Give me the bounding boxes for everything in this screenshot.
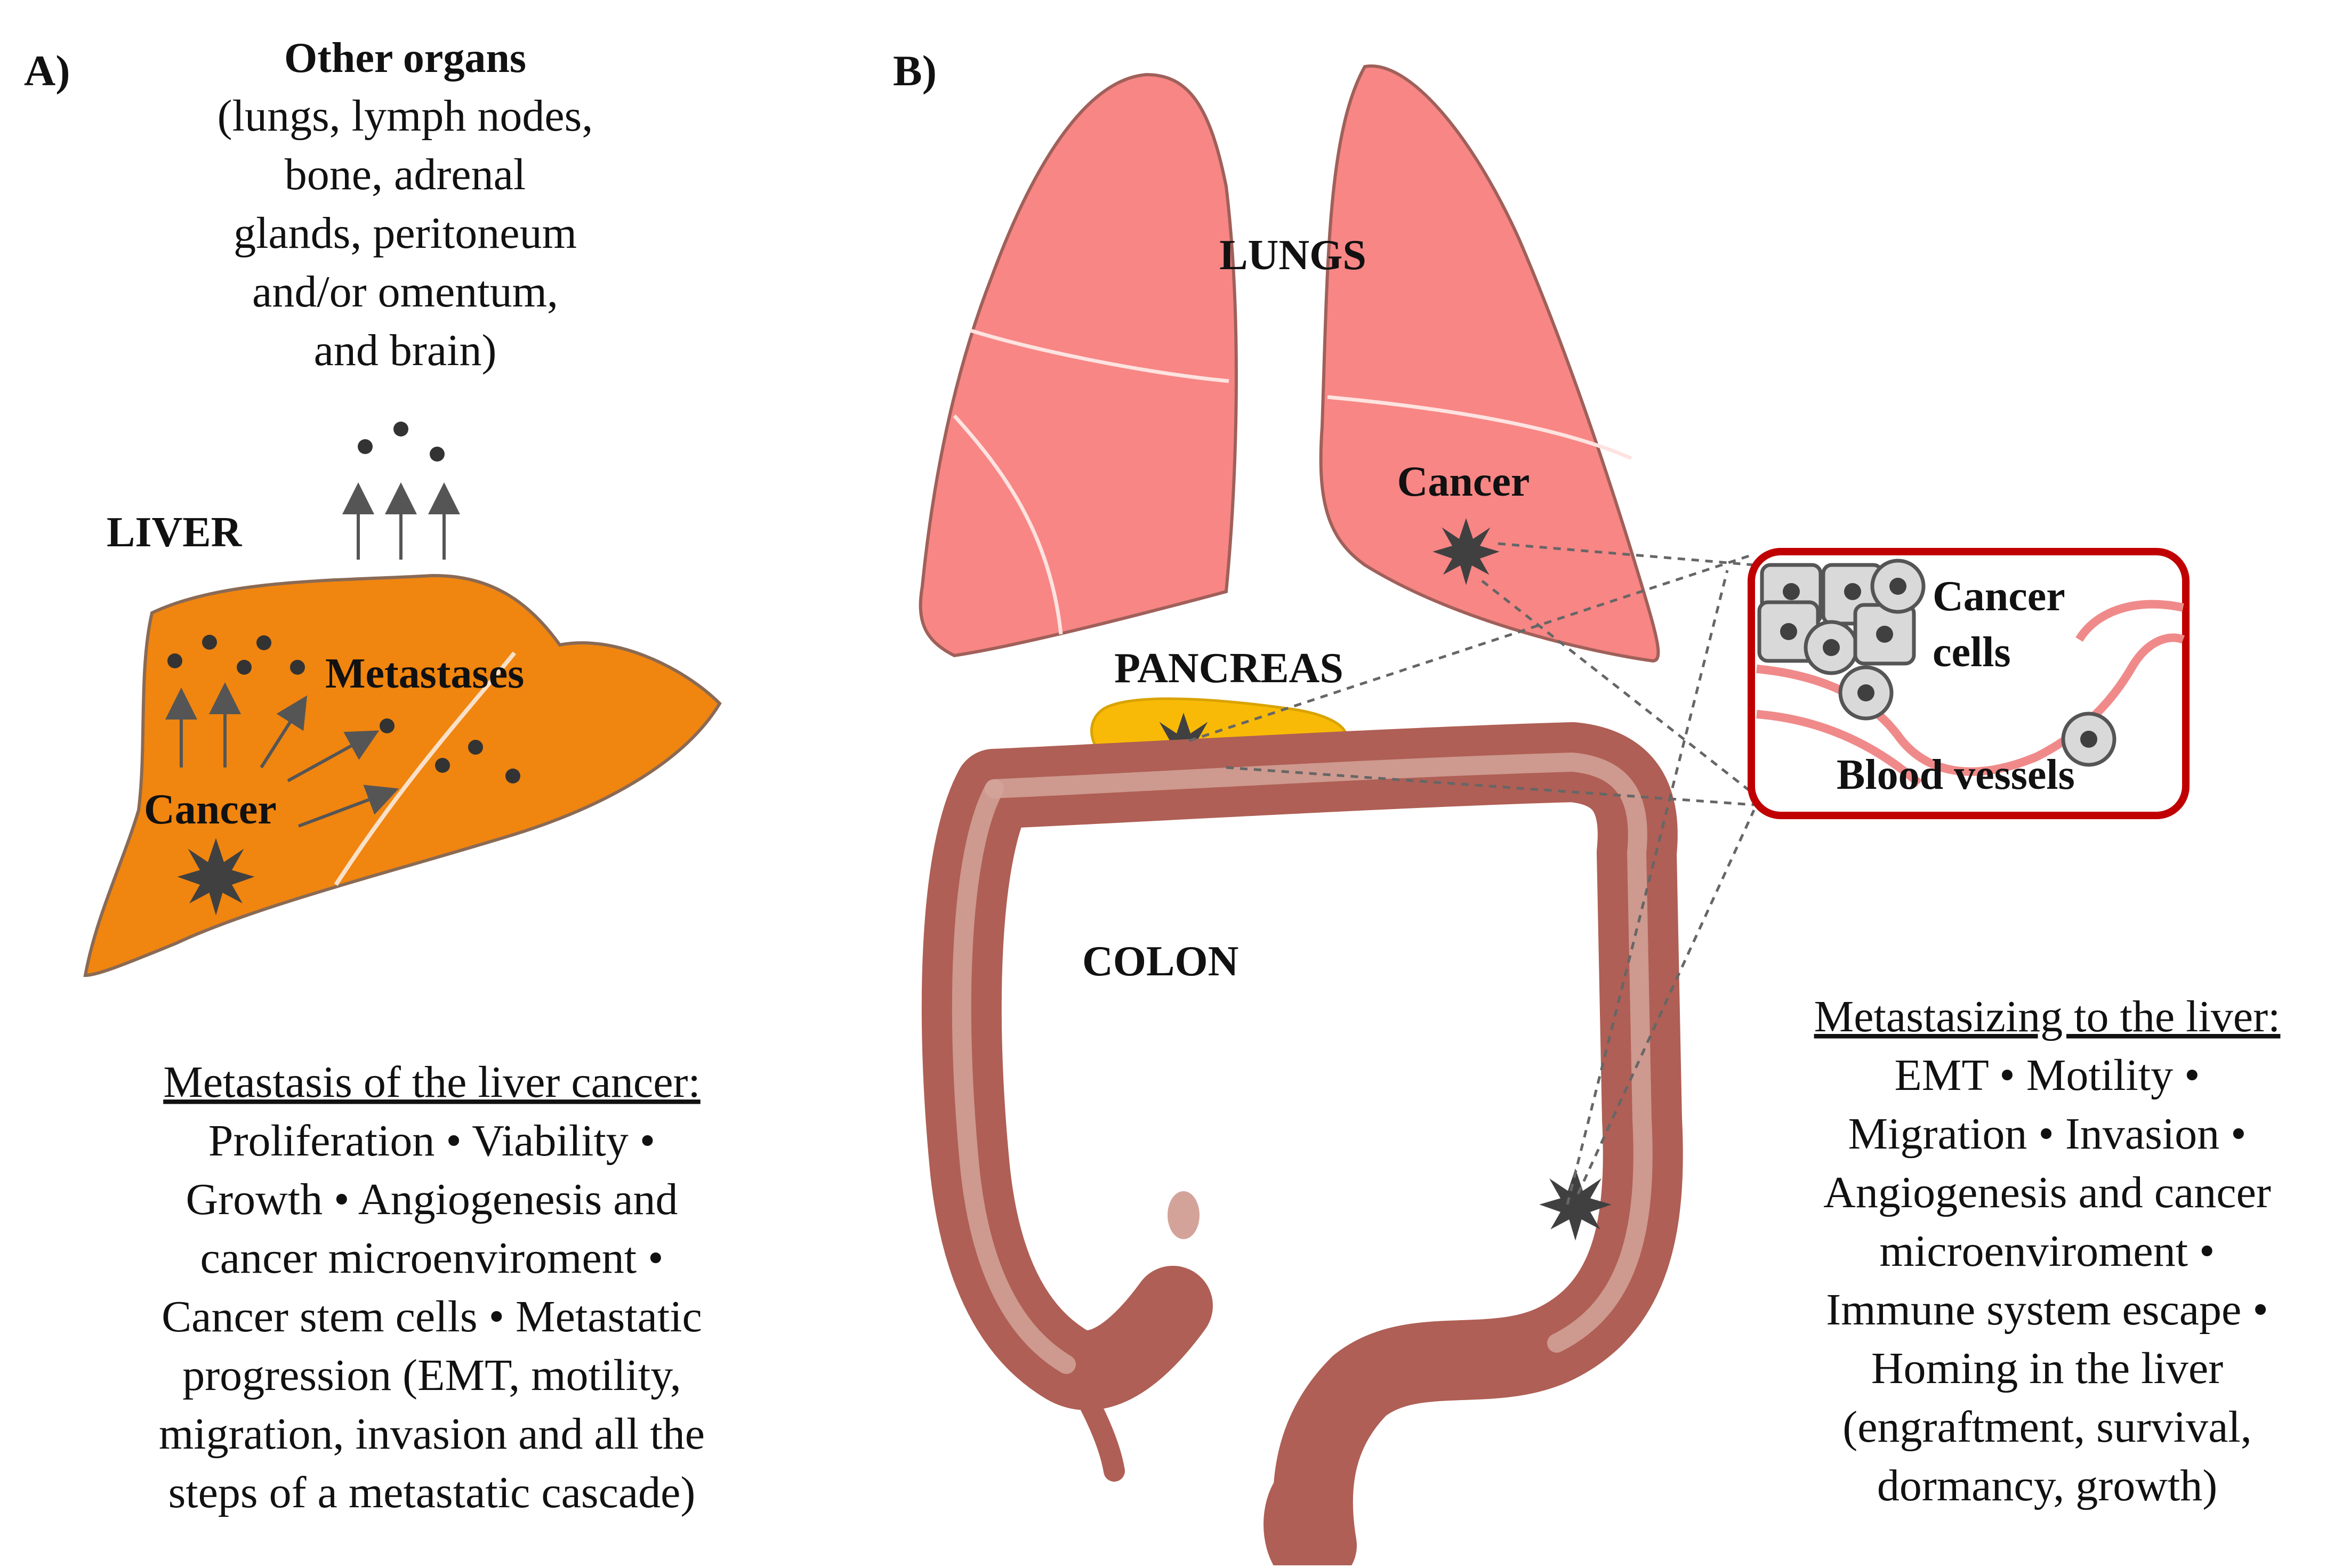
dashed-connectors (1188, 542, 1756, 1205)
right-lung-shape (1319, 64, 1660, 663)
panel-b-caption-line: (engraftment, survival, (1842, 1402, 2251, 1452)
panel-b-caption-line: Homing in the liver (1871, 1344, 2223, 1393)
panel-a-caption-line: steps of a metastatic cascade) (168, 1468, 696, 1517)
lung-cancer-label: Cancer (1397, 458, 1530, 505)
panel-b-caption-line: microenviroment • (1880, 1226, 2215, 1276)
colon-label: COLON (1082, 938, 1238, 985)
panel-b-label: B) (893, 46, 937, 95)
other-organs-line: bone, adrenal (285, 150, 526, 199)
liver-fissure-line (334, 651, 517, 886)
liver-shape (83, 573, 722, 977)
inset-cancer-cells-label: cells (1933, 629, 2011, 676)
right-lung-fissure (1327, 395, 1632, 460)
other-organs-line: glands, peritoneum (234, 208, 577, 258)
colon-shape (921, 722, 1683, 1568)
cancer-cells-inset: Cancer cells Blood vessels (1748, 548, 2190, 819)
panel-a-caption: Metastasis of the liver cancer: Prolifer… (159, 1057, 705, 1517)
panel-b-caption-line: Angiogenesis and cancer (1823, 1168, 2271, 1217)
liver-cancer-label: Cancer (144, 786, 277, 833)
inset-blood-vessels-label: Blood vessels (1837, 751, 2075, 798)
panel-b-caption-line: Migration • Invasion • (1848, 1109, 2246, 1159)
pancreas-label: PANCREAS (1114, 645, 1343, 692)
other-organs-line: and/or omentum, (252, 267, 558, 317)
blood-vessel (1756, 710, 1922, 787)
left-lung-fissure (953, 414, 1063, 635)
panel-a-label: A) (24, 46, 70, 95)
panel-a-caption-line: Cancer stem cells • Metastatic (162, 1292, 702, 1341)
panel-b-caption-line: Immune system escape • (1826, 1285, 2268, 1335)
panel-a-caption-line: migration, invasion and all the (159, 1409, 705, 1459)
other-organs-line: (lungs, lymph nodes, (218, 91, 593, 141)
left-lung-shape (919, 72, 1238, 658)
upward-arrows (342, 482, 460, 560)
panel-b-caption-heading: Metastasizing to the liver: (1814, 992, 2281, 1041)
panel-b-caption-line: dormancy, growth) (1877, 1461, 2217, 1510)
other-organs-line: and brain) (314, 326, 497, 375)
metastases-label: Metastases (325, 650, 524, 697)
lungs-label: LUNGS (1219, 232, 1366, 279)
liver-label: LIVER (107, 509, 243, 556)
liver-metastasis-dots (167, 635, 520, 783)
panel-b-caption: Metastasizing to the liver: EMT • Motili… (1814, 992, 2281, 1510)
panel-a-caption-line: cancer microenviroment • (200, 1233, 664, 1283)
panel-a-caption-line: Proliferation • Viability • (208, 1116, 655, 1166)
liver-internal-arrows (165, 682, 399, 828)
panel-a-caption-line: Growth • Angiogenesis and (186, 1175, 678, 1224)
panel-a-caption-line: progression (EMT, motility, (182, 1351, 681, 1400)
other-organs-title: Other organs (284, 35, 526, 82)
metastasis-spread-dots (358, 422, 445, 462)
panel-a-caption-heading: Metastasis of the liver cancer: (163, 1057, 701, 1107)
left-lung-fissure (969, 328, 1229, 383)
blood-vessel (2075, 600, 2184, 642)
panel-b-caption-line: EMT • Motility • (1895, 1050, 2200, 1100)
inset-cancer-cells-label: Cancer (1933, 573, 2065, 620)
other-organs-text: Other organs (lungs, lymph nodes, bone, … (218, 35, 593, 375)
